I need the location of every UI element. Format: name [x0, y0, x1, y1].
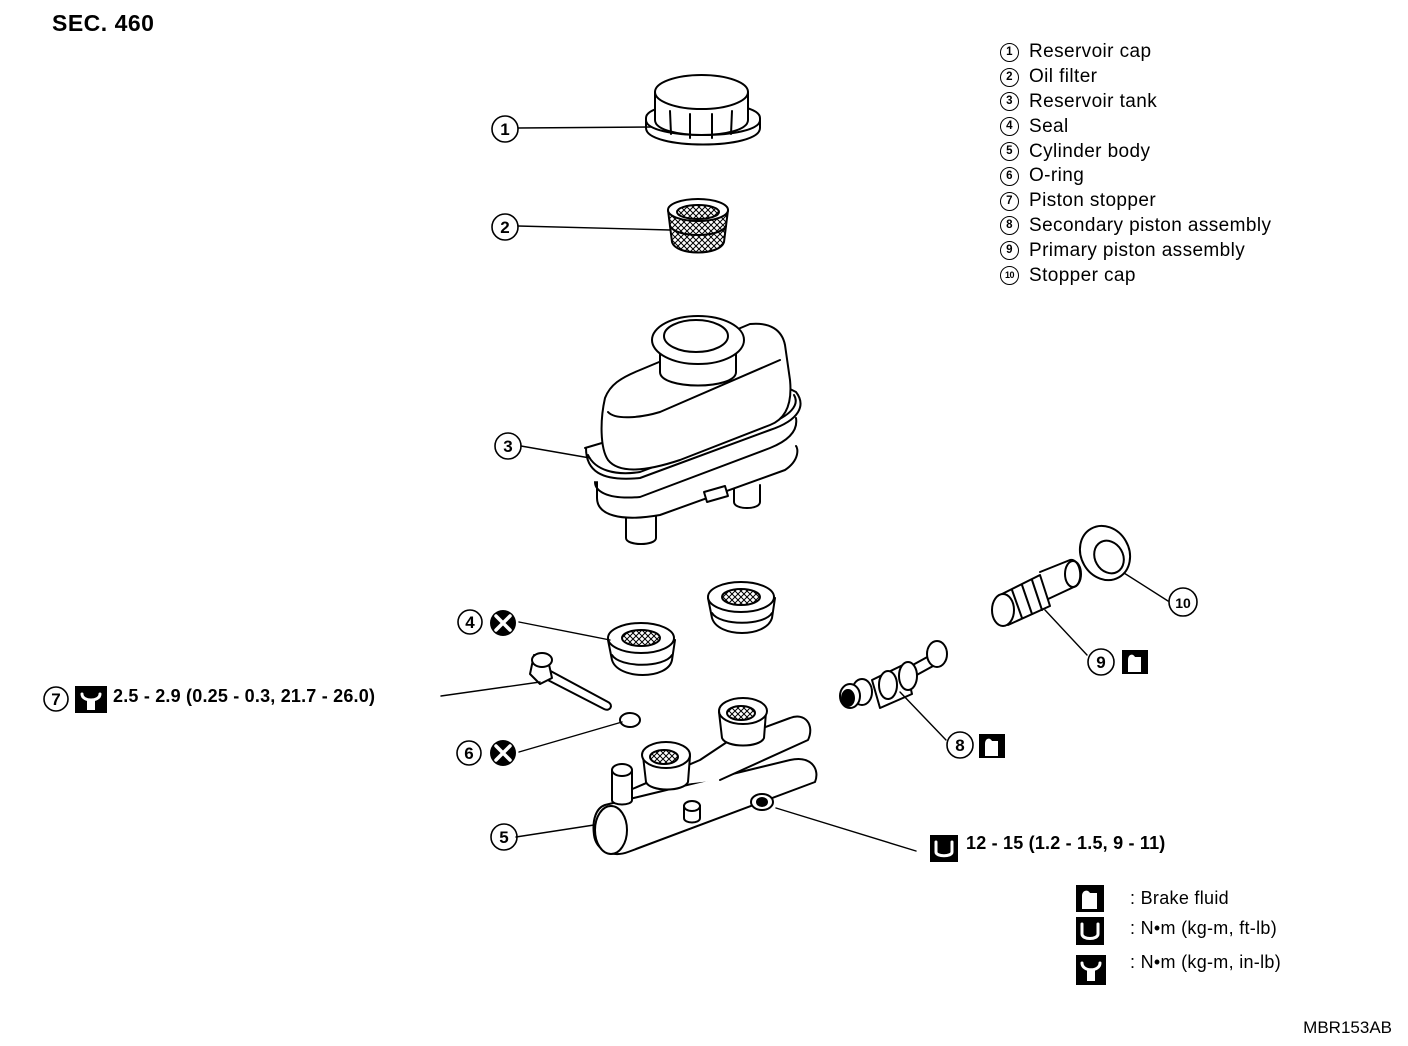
brake-fluid-icon	[1122, 650, 1148, 674]
parts-list: 1 Reservoir cap 2 Oil filter 3 Reservoir ta…	[1000, 40, 1271, 288]
parts-list-item: 3 Reservoir tank	[1000, 90, 1271, 115]
part-number-badge: 5	[1000, 142, 1019, 162]
part-number-badge: 2	[1000, 67, 1019, 87]
cylinder-body-drawing	[592, 697, 818, 855]
replace-cross-icon	[490, 740, 516, 766]
cylinder-body-torque-spec: 12 - 15 (1.2 - 1.5, 9 - 11)	[966, 833, 1166, 853]
callout-3: 3	[503, 437, 512, 456]
part-number-badge: 8	[1000, 216, 1019, 236]
replace-cross-icon	[490, 610, 516, 636]
callout-7: 7	[51, 690, 60, 709]
callout-10: 10	[1175, 595, 1191, 611]
section-title: SEC. 460	[52, 10, 155, 36]
callout-2: 2	[500, 218, 509, 237]
reservoir-cap-drawing	[645, 74, 761, 146]
part-number-badge: 3	[1000, 92, 1019, 112]
part-number-badge: 9	[1000, 241, 1019, 261]
primary-piston-drawing	[991, 558, 1082, 627]
parts-list-item: 5 Cylinder body	[1000, 139, 1271, 164]
callout-9: 9	[1096, 653, 1105, 672]
parts-list-item: 9 Primary piston assembly	[1000, 238, 1271, 263]
parts-list-item: 1 Reservoir cap	[1000, 40, 1271, 65]
part-name: Secondary piston assembly	[1029, 214, 1272, 236]
parts-list-item: 7 Piston stopper	[1000, 189, 1271, 214]
legend-torque-ft-lb-label: : N•m (kg-m, ft-lb)	[1130, 918, 1277, 938]
parts-list-item: 6 O-ring	[1000, 164, 1271, 189]
callout-circles	[43, 115, 1198, 851]
part-number-badge: 7	[1000, 191, 1019, 211]
reservoir-tank-drawing	[584, 315, 802, 545]
callout-1: 1	[500, 120, 509, 139]
o-ring-drawing	[619, 712, 641, 728]
part-number-badge: 6	[1000, 166, 1019, 186]
part-name: Stopper cap	[1029, 264, 1136, 286]
part-number-badge: 4	[1000, 117, 1019, 137]
part-name: Piston stopper	[1029, 190, 1157, 212]
legend-torque-wrench-icon	[1076, 917, 1104, 945]
part-name: Primary piston assembly	[1029, 239, 1246, 261]
brake-fluid-icon	[979, 734, 1005, 758]
legend-torque-wrench-solid-icon	[1076, 955, 1106, 985]
part-name: Seal	[1029, 115, 1069, 137]
callout-5: 5	[499, 828, 508, 847]
parts-list-item: 2 Oil filter	[1000, 65, 1271, 90]
callout-8: 8	[955, 736, 964, 755]
callout-4: 4	[465, 613, 475, 632]
part-name: Cylinder body	[1029, 140, 1151, 162]
callout-6: 6	[464, 744, 473, 763]
figure-code: MBR153AB	[1303, 1018, 1392, 1037]
part-name: Reservoir tank	[1029, 90, 1158, 112]
piston-stopper-drawing	[529, 652, 612, 711]
parts-list-item: 10 Stopper cap	[1000, 263, 1271, 288]
legend-brake-fluid-label: : Brake fluid	[1130, 888, 1229, 908]
seal-drawing-secondary	[707, 581, 776, 634]
part-number-badge: 10	[1000, 266, 1019, 286]
part-name: O-ring	[1029, 165, 1085, 187]
stopper-cap-drawing	[1078, 524, 1132, 582]
oil-filter-drawing	[667, 198, 729, 254]
part-name: Oil filter	[1029, 66, 1098, 88]
leader-lines	[440, 126, 1169, 852]
part-name: Reservoir cap	[1029, 41, 1152, 63]
piston-stopper-torque-spec: 2.5 - 2.9 (0.25 - 0.3, 21.7 - 26.0)	[113, 686, 376, 706]
legend-brake-fluid-icon	[1076, 885, 1104, 912]
parts-list-item: 4 Seal	[1000, 114, 1271, 139]
legend-torque-in-lb-label: : N•m (kg-m, in-lb)	[1130, 952, 1282, 972]
seal-drawing	[607, 622, 676, 676]
torque-wrench-solid-icon	[75, 686, 107, 713]
torque-wrench-icon	[930, 835, 958, 862]
secondary-piston-drawing	[839, 640, 948, 709]
part-number-badge: 1	[1000, 42, 1019, 62]
parts-list-item: 8 Secondary piston assembly	[1000, 214, 1271, 239]
